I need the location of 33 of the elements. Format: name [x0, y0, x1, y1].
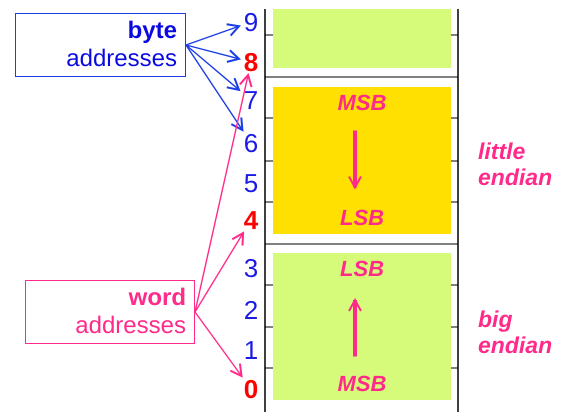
box-text: addresses: [75, 312, 186, 339]
address-number: 9: [239, 9, 263, 35]
address-number: 4: [239, 207, 263, 233]
memory-cell: [273, 35, 451, 68]
address-number: 5: [242, 170, 260, 196]
address-number: 0: [239, 376, 263, 402]
address-number: 6: [239, 130, 263, 156]
label-box: [15, 13, 186, 77]
arrow: [186, 23, 240, 46]
box-text: addresses: [66, 45, 177, 72]
arrow: [194, 74, 253, 312]
arrow: [348, 299, 362, 356]
address-number: 8: [239, 49, 263, 75]
arrow: [194, 232, 244, 312]
address-number: 7: [239, 87, 263, 113]
arrow: [194, 312, 243, 377]
endian-label: big endian: [478, 306, 554, 358]
address-number: 1: [242, 337, 260, 363]
memory-cell: [273, 9, 451, 35]
endian-label: little endian: [478, 138, 554, 190]
arrow: [348, 130, 362, 188]
memory-cell: LSB: [273, 253, 451, 285]
memory-cell: MSB: [273, 87, 451, 118]
address-number: 3: [242, 255, 260, 281]
memory-cell: MSB: [273, 368, 451, 400]
box-heading: word: [128, 284, 186, 311]
memory-cell: LSB: [273, 202, 451, 234]
label-box: [25, 280, 195, 344]
box-heading: byte: [128, 17, 177, 44]
arrow: [186, 44, 240, 63]
address-number: 2: [242, 297, 260, 323]
arrow: [185, 44, 244, 131]
arrow: [186, 44, 240, 91]
